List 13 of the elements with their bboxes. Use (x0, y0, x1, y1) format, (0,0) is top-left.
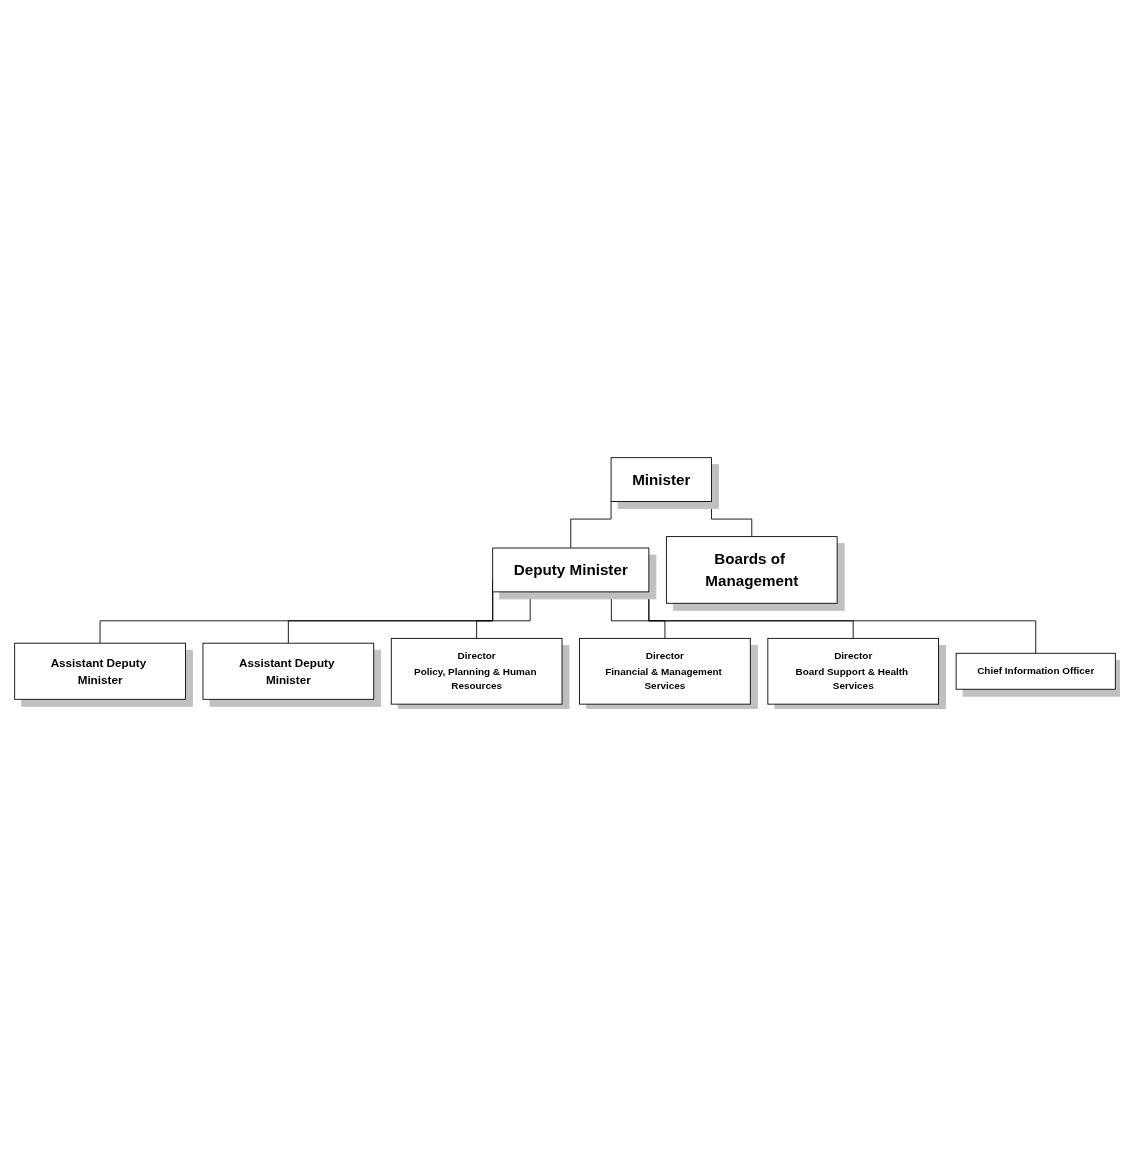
node-box: Director Financial & Management Services (579, 638, 751, 705)
connector (476, 591, 531, 639)
node-box: Assistant Deputy Minister (202, 642, 375, 700)
node-box: Deputy Minister (492, 547, 650, 593)
node-box: Chief Information Officer (955, 652, 1116, 690)
connector (610, 591, 666, 639)
connector (570, 501, 612, 549)
node-box: Director Board Support & Health Services (767, 638, 940, 705)
node-box: Director Policy, Planning & Human Resources (390, 638, 563, 705)
connector (711, 501, 753, 538)
node-box: Minister (610, 457, 712, 503)
node-box: Boards of Management (665, 536, 838, 604)
node-box: Assistant Deputy Minister (14, 642, 186, 700)
